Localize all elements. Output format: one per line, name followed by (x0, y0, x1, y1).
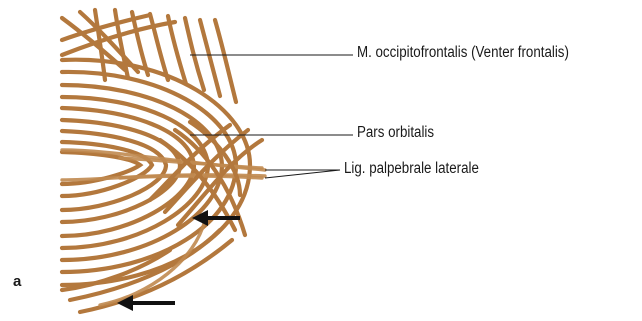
label-occipitofrontalis: M. occipitofrontalis (Venter frontalis) (357, 44, 569, 62)
label-pars-orbitalis: Pars orbitalis (357, 124, 434, 142)
panel-letter: a (13, 273, 21, 290)
label-lig-palpebrale-laterale: Lig. palpebrale laterale (344, 160, 479, 178)
